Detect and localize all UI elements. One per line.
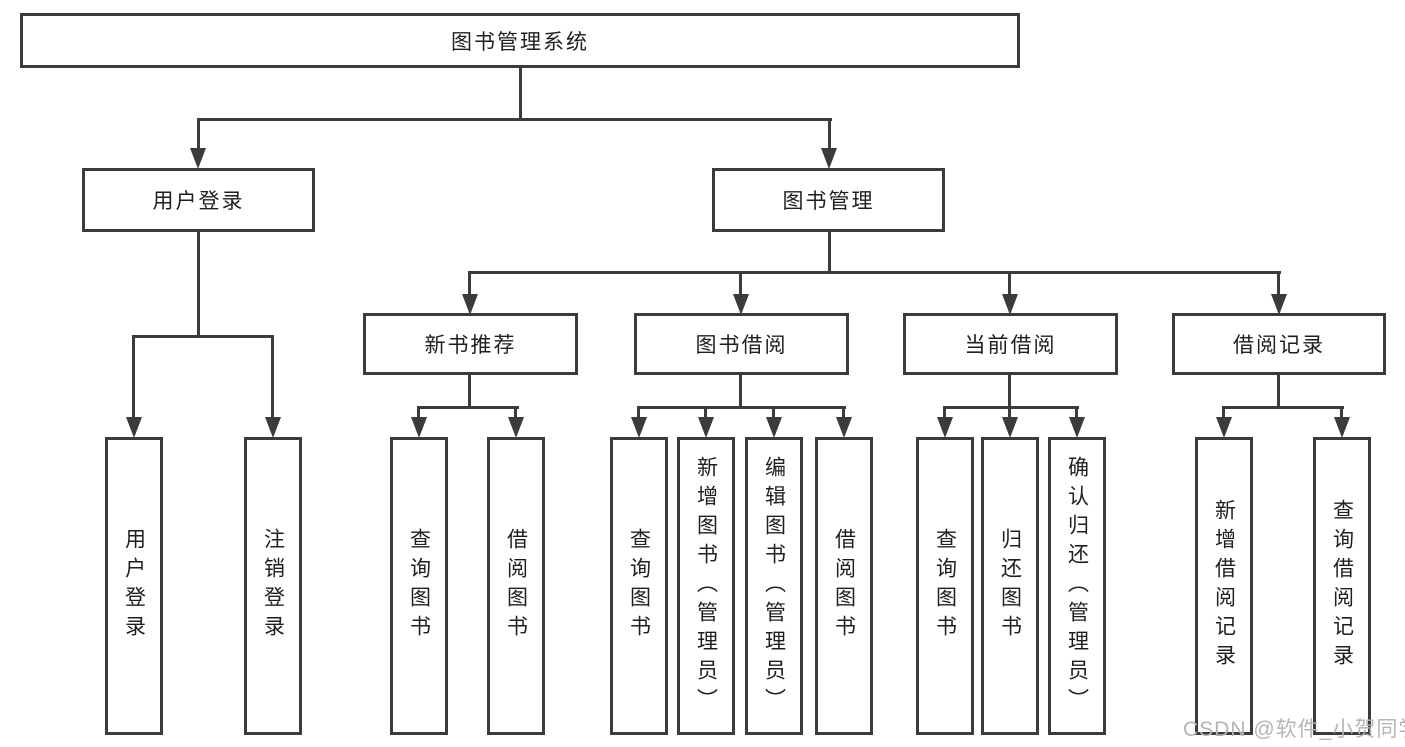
connector-borrow-record-stem xyxy=(1277,373,1280,409)
arrow-down xyxy=(836,417,852,438)
node-new-book-recommend: 新书推荐 xyxy=(363,313,578,375)
node-library-system: 图书管理系统 xyxy=(20,13,1020,68)
connector-leaf-drop xyxy=(1222,406,1225,420)
leaf-borrow-books-recommend: 借阅图书 xyxy=(487,437,545,735)
leaf-edit-books-admin: 编辑图书（管理员） xyxy=(745,437,803,735)
leaf-add-books-admin: 新增图书（管理员） xyxy=(677,437,735,735)
connector-drop-borrow-record xyxy=(1277,271,1280,297)
connector-drop-book-mgmt xyxy=(828,118,831,151)
node-book-management: 图书管理 xyxy=(712,168,945,232)
connector-drop-user-login xyxy=(197,118,200,151)
arrow-down xyxy=(1069,417,1085,438)
connector-current-borrow-hbar xyxy=(943,406,1079,409)
node-current-borrowing: 当前借阅 xyxy=(903,313,1118,375)
node-borrowing-records: 借阅记录 xyxy=(1172,313,1386,375)
connector-drop-new-book xyxy=(468,271,471,297)
arrow-down xyxy=(937,417,953,438)
leaf-borrow-books-borrowing: 借阅图书 xyxy=(815,437,873,735)
arrow-down xyxy=(190,148,206,169)
connector-leaf-drop xyxy=(943,406,946,420)
node-current-borrowing-label: 当前借阅 xyxy=(964,334,1057,357)
connector-user-login-stem xyxy=(197,232,200,338)
leaf-return-books: 归还图书 xyxy=(981,437,1039,735)
arrow-down xyxy=(1002,294,1018,315)
node-user-login: 用户登录 xyxy=(82,168,315,232)
connector-new-book-hbar xyxy=(417,406,519,409)
node-new-book-recommend-label: 新书推荐 xyxy=(424,334,517,357)
arrow-down xyxy=(265,417,281,438)
node-book-management-label: 图书管理 xyxy=(782,190,875,213)
connector-drop-book-borrow xyxy=(739,271,742,297)
connector-leaf-drop xyxy=(772,406,775,420)
leaf-borrow-books-recommend-label: 借阅图书 xyxy=(504,528,528,644)
leaf-confirm-return-admin-label: 确认归还（管理员） xyxy=(1065,455,1089,717)
leaf-user-login: 用户登录 xyxy=(105,437,163,735)
leaf-query-books-borrowing: 查询图书 xyxy=(610,437,668,735)
connector-leaf-drop xyxy=(1075,406,1078,420)
node-book-borrowing-label: 图书借阅 xyxy=(695,334,788,357)
leaf-borrow-books-borrowing-label: 借阅图书 xyxy=(832,528,856,644)
node-book-borrowing: 图书借阅 xyxy=(634,313,849,375)
connector-drop-leaf-login xyxy=(132,335,135,419)
connector-user-login-hbar xyxy=(132,335,274,338)
leaf-query-borrow-record-label: 查询借阅记录 xyxy=(1330,499,1354,673)
arrow-down xyxy=(1271,294,1287,315)
leaf-query-books-current-label: 查询图书 xyxy=(933,528,957,644)
leaf-logout: 注销登录 xyxy=(244,437,302,735)
connector-borrow-record-hbar xyxy=(1222,406,1344,409)
connector-leaf-drop xyxy=(704,406,707,420)
arrow-down xyxy=(1216,417,1232,438)
leaf-add-books-admin-label: 新增图书（管理员） xyxy=(694,455,718,717)
leaf-query-books-recommend: 查询图书 xyxy=(390,437,448,735)
leaf-add-borrow-record-label: 新增借阅记录 xyxy=(1212,499,1236,673)
arrow-down xyxy=(1334,417,1350,438)
leaf-query-books-borrowing-label: 查询图书 xyxy=(627,528,651,644)
connector-drop-leaf-logout xyxy=(271,335,274,419)
leaf-add-borrow-record: 新增借阅记录 xyxy=(1195,437,1253,735)
connector-new-book-stem xyxy=(468,373,471,409)
leaf-query-books-recommend-label: 查询图书 xyxy=(407,528,431,644)
arrow-down xyxy=(462,294,478,315)
connector-leaf-drop xyxy=(1008,406,1011,420)
connector-root-hbar xyxy=(197,118,832,121)
connector-leaf-drop xyxy=(417,406,420,420)
connector-book-borrow-hbar xyxy=(637,406,846,409)
arrow-down xyxy=(411,417,427,438)
leaf-logout-label: 注销登录 xyxy=(261,528,285,644)
arrow-down xyxy=(821,148,837,169)
connector-book-mgmt-hbar xyxy=(468,271,1281,274)
leaf-return-books-label: 归还图书 xyxy=(998,528,1022,644)
connector-current-borrow-stem xyxy=(1008,373,1011,409)
leaf-query-books-current: 查询图书 xyxy=(916,437,974,735)
leaf-confirm-return-admin: 确认归还（管理员） xyxy=(1048,437,1106,735)
arrow-down xyxy=(126,417,142,438)
node-library-system-label: 图书管理系统 xyxy=(451,30,589,54)
arrow-down xyxy=(508,417,524,438)
connector-leaf-drop xyxy=(637,406,640,420)
node-borrowing-records-label: 借阅记录 xyxy=(1233,334,1325,357)
connector-root-stem xyxy=(519,68,522,121)
connector-book-borrow-stem xyxy=(739,373,742,409)
connector-leaf-drop xyxy=(1340,406,1343,420)
arrow-down xyxy=(698,417,714,438)
leaf-user-login-label: 用户登录 xyxy=(122,528,146,644)
connector-leaf-drop xyxy=(842,406,845,420)
leaf-query-borrow-record: 查询借阅记录 xyxy=(1313,437,1371,735)
arrow-down xyxy=(733,294,749,315)
arrow-down xyxy=(631,417,647,438)
connector-drop-current-borrow xyxy=(1008,271,1011,297)
connector-leaf-drop xyxy=(514,406,517,420)
node-user-login-label: 用户登录 xyxy=(152,190,245,213)
arrow-down xyxy=(766,417,782,438)
leaf-edit-books-admin-label: 编辑图书（管理员） xyxy=(762,455,786,717)
connector-book-mgmt-stem xyxy=(828,232,831,274)
arrow-down xyxy=(1002,417,1018,438)
csdn-watermark: CSDN @软件_小贺同学 xyxy=(1183,718,1405,741)
